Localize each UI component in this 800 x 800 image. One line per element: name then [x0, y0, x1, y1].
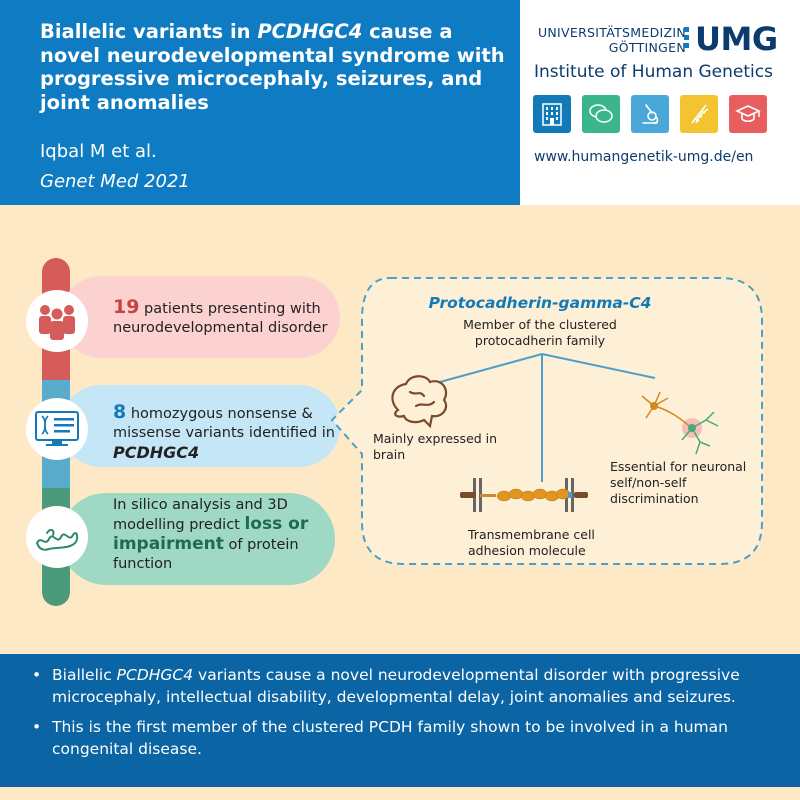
speech-bubbles-icon — [582, 95, 620, 133]
transmembrane-molecule-icon — [460, 478, 588, 512]
finding-variants-text: 8 homozygous nonsense & missense variant… — [113, 401, 335, 463]
dna-icon — [680, 95, 718, 133]
protein-info-bubble — [330, 277, 763, 565]
institute-name: Institute of Human Genetics — [534, 62, 773, 82]
conclusion-bullet-1: Biallelic PCDHGC4 variants cause a novel… — [30, 664, 780, 708]
paper-title: Biallelic variants in PCDHGC4 cause a no… — [40, 20, 505, 114]
transmembrane-label: Transmembrane cell adhesion molecule — [468, 527, 595, 558]
authors: Iqbal M et al. — [40, 141, 157, 162]
conclusions-footer: Biallelic PCDHGC4 variants cause a novel… — [0, 654, 800, 787]
finding-pill-modelling — [60, 493, 335, 585]
people-icon — [39, 305, 75, 340]
graduation-cap-icon — [729, 95, 767, 133]
finding-pill-variants — [60, 385, 340, 467]
brain-icon — [391, 375, 448, 429]
finding-pill-patients — [60, 276, 340, 358]
protein-icon — [35, 528, 79, 551]
building-icon — [533, 95, 571, 133]
neuron-icon — [641, 391, 719, 455]
conclusion-bullet-2: This is the first member of the clustere… — [30, 716, 780, 760]
finding-patients-text: 19 patients presenting with neurodevelop… — [113, 296, 328, 337]
logo-separator — [684, 27, 689, 53]
journal-citation: Genet Med 2021 — [40, 171, 190, 192]
finding-modelling-text: In silico analysis and 3D modelling pred… — [113, 497, 309, 572]
brain-expression-label: Mainly expressed in brain — [373, 431, 498, 462]
modelling-circle — [26, 506, 88, 568]
patients-circle — [26, 290, 88, 352]
protein-name: Protocadherin-gamma-C4 — [428, 294, 652, 312]
institute-icons — [533, 95, 767, 133]
university-name: UNIVERSITÄTSMEDIZIN GÖTTINGEN — [537, 25, 686, 55]
protein-family: Member of the clustered protocadherin fa… — [463, 317, 617, 348]
website-url[interactable]: www.humangenetik-umg.de/en — [534, 149, 754, 165]
neuron-discrimination-label: Essential for neuronal self/non-self dis… — [610, 459, 747, 506]
variants-circle — [26, 398, 88, 460]
microscope-icon — [631, 95, 669, 133]
dna-screen-icon — [35, 411, 79, 446]
umg-logo: UMG — [695, 20, 778, 58]
